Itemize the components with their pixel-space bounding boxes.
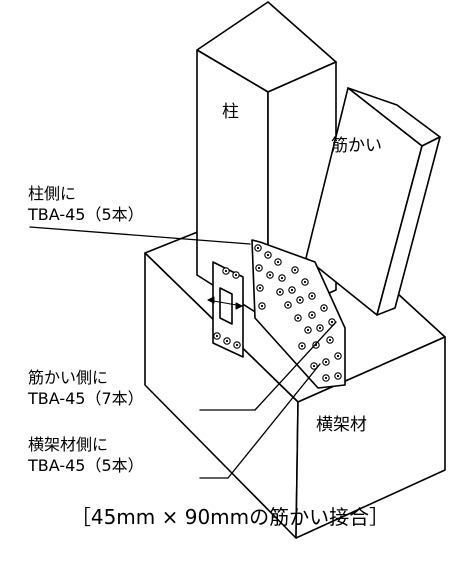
screw-center bbox=[280, 276, 284, 280]
screw-center bbox=[258, 286, 262, 290]
leader-lines bbox=[29, 226, 337, 479]
screw-center bbox=[336, 374, 340, 378]
screw-center bbox=[336, 354, 340, 358]
screw-center bbox=[324, 376, 328, 380]
screw-center bbox=[225, 339, 229, 343]
screw-center bbox=[306, 328, 310, 332]
beam-side-callout-line1: 横架材側に bbox=[28, 435, 109, 454]
post-side-callout-line1: 柱側に bbox=[28, 184, 77, 203]
screw-center bbox=[328, 338, 332, 342]
screw-group bbox=[213, 244, 342, 382]
diagram-caption: ［45mm × 90mmの筋かい接合］ bbox=[70, 505, 390, 529]
screw-center bbox=[268, 273, 272, 277]
screw-center bbox=[256, 246, 260, 250]
beam-label: 横架材 bbox=[316, 415, 367, 435]
screw-center bbox=[278, 290, 282, 294]
screw-center bbox=[303, 280, 307, 284]
screw-center bbox=[312, 364, 316, 368]
brace-side-callout-line1: 筋かい側に bbox=[28, 368, 109, 387]
diagonal-brace bbox=[305, 87, 441, 316]
post-side-callout-line2: TBA-45（5本） bbox=[28, 205, 144, 224]
screw-center bbox=[215, 334, 219, 338]
screw-center bbox=[322, 306, 326, 310]
screw-center bbox=[235, 343, 239, 347]
screw-center bbox=[324, 360, 328, 364]
brace-connector-plate bbox=[251, 239, 346, 389]
screw-center bbox=[266, 253, 270, 257]
screw-center bbox=[310, 294, 314, 298]
leader-beam-side-diagonal bbox=[227, 363, 321, 479]
screw-center bbox=[318, 326, 322, 330]
screw-center bbox=[310, 313, 314, 317]
screw-center bbox=[330, 320, 334, 324]
screw-center bbox=[260, 304, 264, 308]
small-bracket-plate bbox=[207, 261, 244, 358]
screw-center bbox=[276, 260, 280, 264]
post-label: 柱 bbox=[222, 102, 239, 122]
brace-label: 筋かい bbox=[331, 136, 382, 156]
screw-center bbox=[286, 303, 290, 307]
leader-post-side bbox=[29, 226, 251, 245]
screw-center bbox=[293, 268, 297, 272]
beam-side-callout-line2: TBA-45（5本） bbox=[28, 456, 144, 475]
screw-center bbox=[257, 266, 261, 270]
screw-center bbox=[300, 344, 304, 348]
screw-center bbox=[290, 288, 294, 292]
screw-center bbox=[298, 298, 302, 302]
brace-side-callout-line2: TBA-45（7本） bbox=[28, 389, 144, 408]
screw-center bbox=[296, 316, 300, 320]
leader-brace-side-diagonal bbox=[254, 321, 337, 411]
screw-center bbox=[224, 269, 228, 273]
screw-center bbox=[234, 273, 238, 277]
